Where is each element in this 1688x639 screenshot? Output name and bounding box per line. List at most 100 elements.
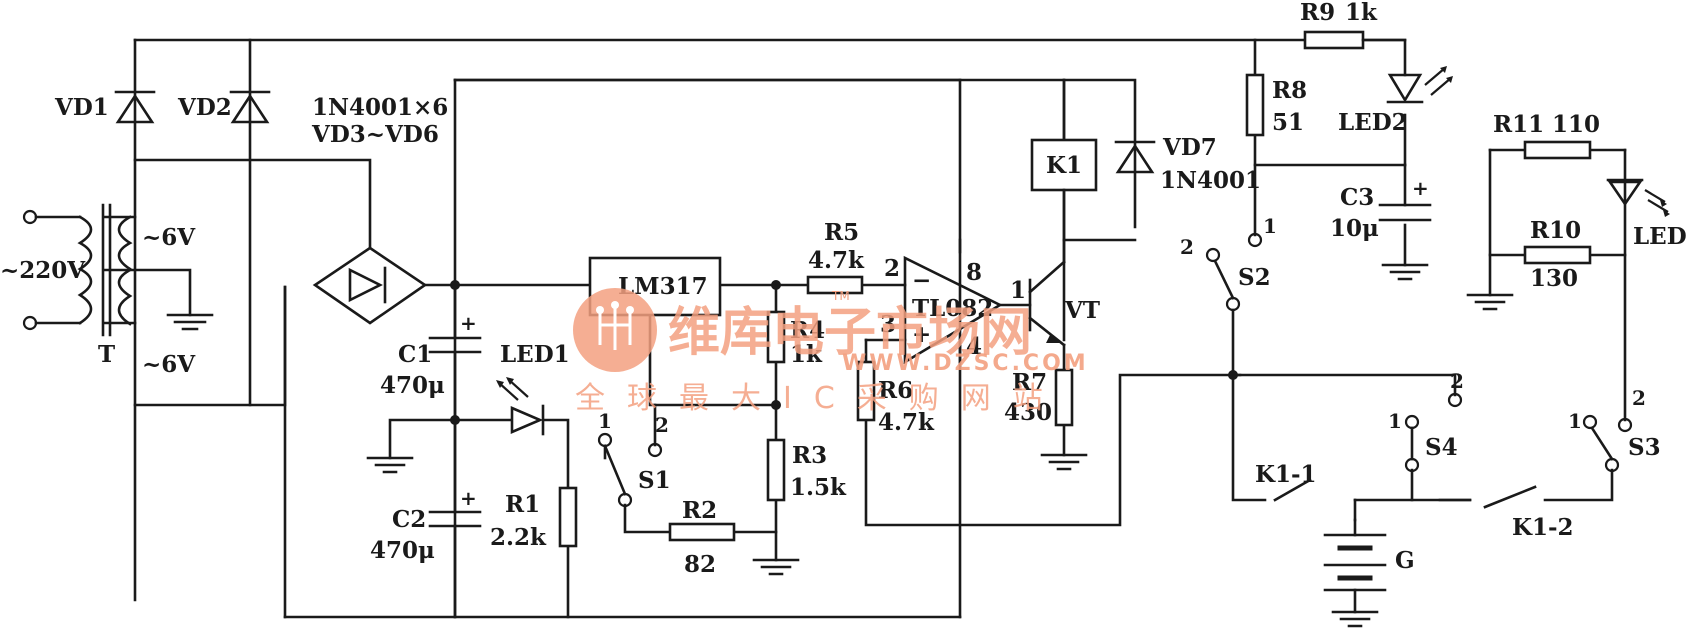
label-pin2: 2 [884, 255, 900, 282]
resistor-r9 [1303, 30, 1365, 50]
label-k1: K1 [1046, 152, 1082, 179]
label-sec-bottom: ~6V [142, 351, 196, 378]
label-mains: ~220V [0, 257, 86, 284]
label-vd2: VD2 [177, 94, 232, 121]
label-r7-val: 430 [1004, 399, 1052, 426]
label-vd1: VD1 [54, 94, 109, 121]
label-opamp-minus: − [912, 267, 931, 294]
wire-network [103, 38, 1627, 619]
label-c2-plus: + [460, 486, 477, 510]
label-vd7-val: 1N4001 [1160, 167, 1261, 194]
label-s1-p1: 1 [598, 409, 612, 433]
label-r2: R2 [682, 497, 717, 524]
battery-g [1323, 533, 1387, 592]
led-led2 [1386, 66, 1453, 104]
label-r11: R11 [1493, 111, 1544, 138]
switch-s1 [597, 432, 663, 508]
label-s3-p2: 2 [1632, 386, 1646, 410]
label-k1-1: K1-1 [1255, 461, 1317, 488]
label-bridge-note-2: VD3~VD6 [311, 121, 439, 148]
label-r7: R7 [1012, 369, 1047, 396]
resistor-r10 [1523, 245, 1592, 265]
led-led3 [1606, 178, 1670, 217]
watermark-trademark: TM [831, 289, 850, 303]
label-r9: R9 [1300, 0, 1335, 26]
label-s3-p1: 1 [1568, 409, 1582, 433]
capacitor-c3 [1378, 203, 1432, 222]
ground-symbols [166, 263, 1514, 628]
diode-vd1 [114, 90, 156, 124]
label-r10-val: 130 [1530, 265, 1578, 292]
resistor-r7 [1054, 368, 1074, 427]
label-r4-val: 1k [790, 341, 823, 368]
label-r3: R3 [792, 442, 827, 469]
label-led1: LED1 [500, 341, 570, 368]
label-led2: LED2 [1338, 109, 1408, 136]
watermark-brand: 维库电子市场网 [668, 303, 1032, 363]
label-r8-val: 51 [1272, 109, 1304, 136]
label-pin3: 3 [880, 311, 896, 338]
label-c3-val: 10μ [1330, 215, 1379, 242]
label-r6: R6 [878, 377, 913, 404]
bridge-rectifier [312, 246, 428, 325]
junction-dots [450, 280, 1238, 425]
component-labels: ~220V T ~6V ~6V VD1 VD2 1N4001×6 VD3~VD6… [0, 0, 1688, 578]
label-transformer: T [98, 341, 115, 368]
label-c3: C3 [1340, 184, 1374, 211]
label-s3: S3 [1628, 434, 1661, 461]
label-s4-p1: 1 [1388, 409, 1402, 433]
diode-vd2 [229, 90, 271, 124]
label-r9-val: 1k [1345, 0, 1378, 26]
resistor-r8 [1245, 73, 1265, 137]
resistor-r3 [766, 438, 786, 502]
label-r10: R10 [1530, 217, 1581, 244]
resistor-r6 [856, 360, 876, 422]
label-r3-val: 1.5k [790, 474, 847, 501]
switch-s3 [1582, 414, 1633, 473]
label-pin4: 4 [966, 333, 982, 360]
label-s4-p2: 2 [1450, 369, 1464, 393]
label-r5-val: 4.7k [808, 247, 865, 274]
opamp-tl082 [903, 255, 1003, 365]
label-s2-p1: 1 [1263, 214, 1277, 238]
watermark-url: WWW.DZSC.COM [842, 351, 1089, 376]
label-r11-val: 110 [1552, 111, 1600, 138]
label-pin8: 8 [966, 259, 982, 286]
label-c1-val: 470μ [380, 372, 445, 399]
switch-s2 [1205, 232, 1263, 312]
resistor-r11 [1523, 140, 1592, 160]
capacitor-c1 [428, 283, 482, 422]
label-r6-val: 4.7k [878, 409, 935, 436]
label-vt: VT [1064, 297, 1100, 324]
label-pin1: 1 [1010, 277, 1026, 304]
label-c1: C1 [398, 341, 432, 368]
label-r2-val: 82 [684, 551, 716, 578]
label-vd7: VD7 [1162, 134, 1217, 161]
resistor-r2 [668, 522, 736, 542]
watermark: 维库电子市场网 TM WWW.DZSC.COM 全球最大IC采购网站 [573, 288, 1089, 416]
label-s4: S4 [1425, 434, 1458, 461]
regulator-lm317 [588, 256, 722, 317]
label-s2-p2: 2 [1180, 235, 1194, 259]
relay-coil-k1 [1030, 138, 1098, 192]
watermark-slogan: 全球最大IC采购网站 [575, 381, 1065, 416]
switch-s4 [1404, 392, 1463, 473]
label-r5: R5 [824, 219, 859, 246]
resistor-r4 [766, 310, 786, 364]
label-s1: S1 [638, 467, 671, 494]
label-bridge-note-1: 1N4001×6 [312, 94, 448, 121]
led-led1 [496, 377, 545, 436]
label-c1-plus: + [460, 311, 477, 335]
label-s2: S2 [1238, 264, 1271, 291]
label-c3-plus: + [1412, 176, 1429, 200]
transistor-vt [1046, 335, 1060, 343]
label-r4: R4 [790, 317, 825, 344]
label-k1-2: K1-2 [1512, 514, 1574, 541]
label-battery: G [1395, 547, 1415, 574]
label-r1-val: 2.2k [490, 524, 547, 551]
transformer-t [22, 203, 133, 337]
resistor-r5 [806, 275, 864, 295]
label-opamp: TL082 [912, 295, 993, 322]
label-r8: R8 [1272, 77, 1307, 104]
